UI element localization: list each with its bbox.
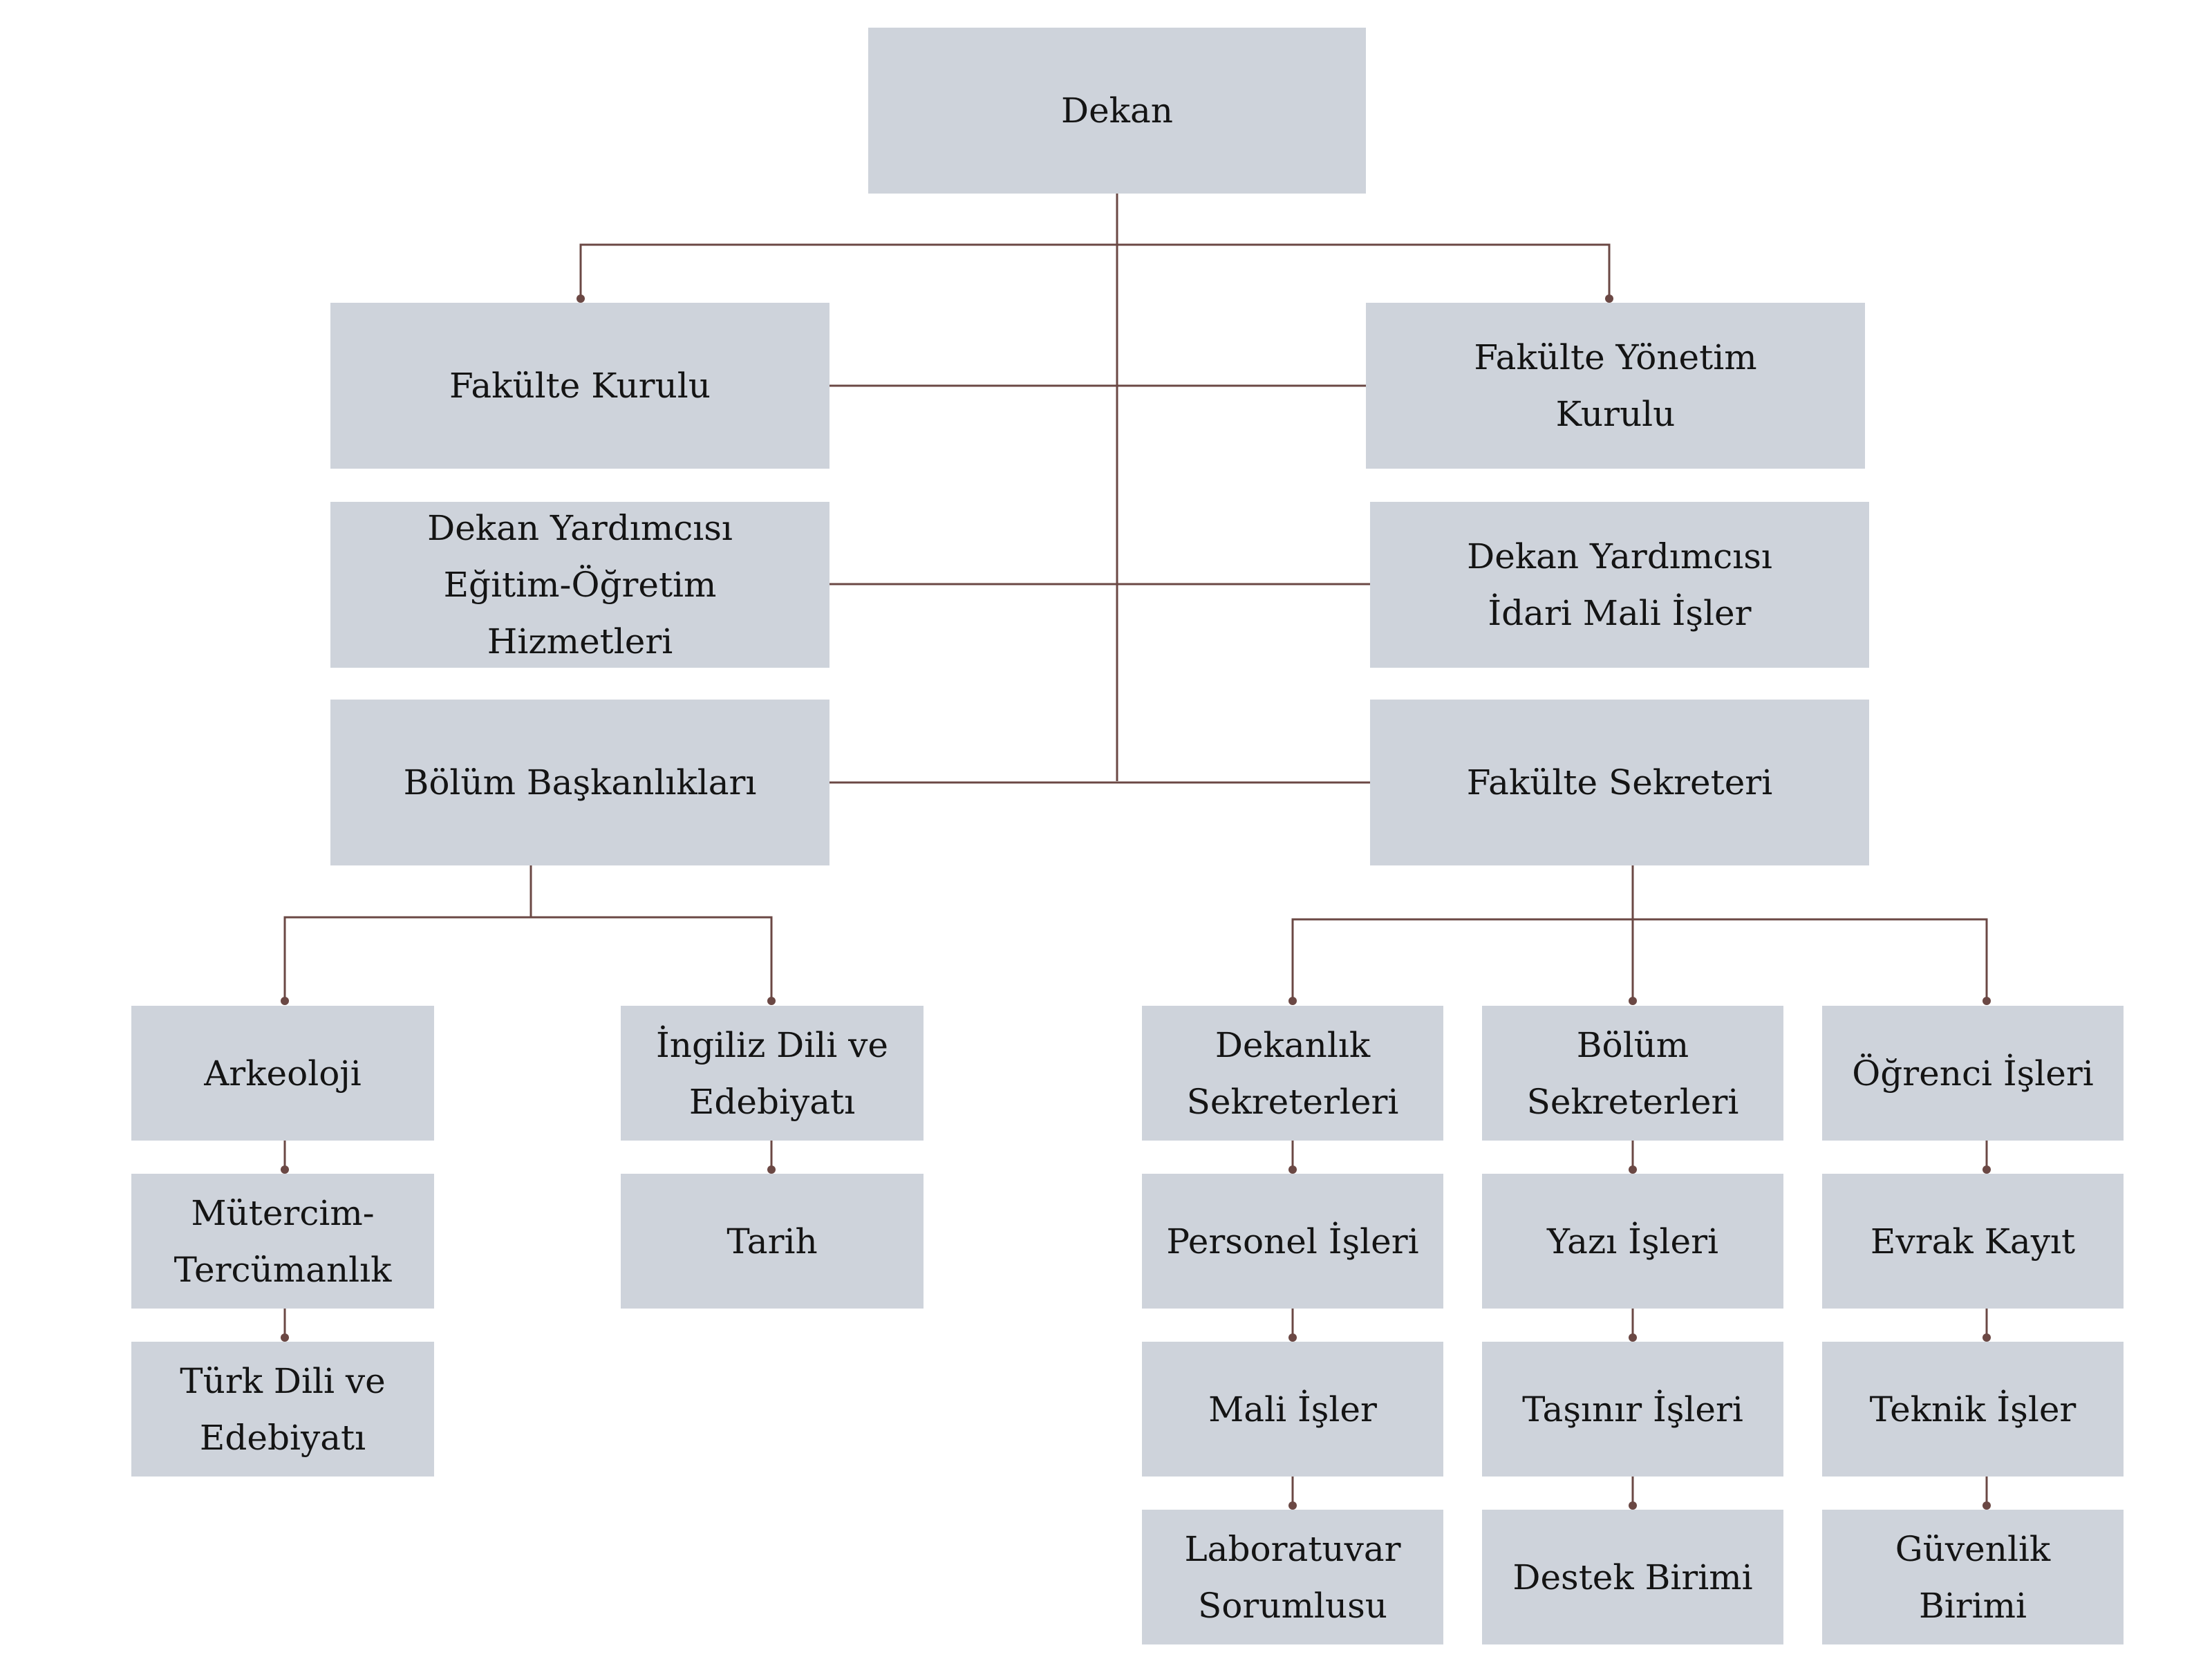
node-fakulte-yonetim-kurulu: Fakülte Yönetim Kurulu — [1366, 303, 1865, 469]
connector-top-branch — [579, 243, 1611, 299]
node-turk-dili: Türk Dili ve Edebiyatı — [131, 1342, 434, 1477]
node-evrak-kayit: Evrak Kayıt — [1822, 1174, 2124, 1309]
connector-dot — [1629, 1165, 1637, 1174]
node-guvenlik-birimi: Güvenlik Birimi — [1822, 1510, 2124, 1644]
node-laboratuvar-sorumlusu: Laboratuvar Sorumlusu — [1142, 1510, 1443, 1644]
node-tarih: Tarih — [621, 1174, 924, 1309]
connector-dot — [1983, 1165, 1991, 1174]
node-mutercim-tercumanlik: Mütercim- Tercümanlık — [131, 1174, 434, 1309]
connector-dot — [1629, 1501, 1637, 1510]
node-yazi-isleri: Yazı İşleri — [1482, 1174, 1783, 1309]
connector-dot — [1288, 1501, 1297, 1510]
connector-dot — [1983, 997, 1991, 1005]
node-arkeoloji: Arkeoloji — [131, 1006, 434, 1141]
node-dekan-yardimcisi-egitim: Dekan Yardımcısı Eğitim-Öğretim Hizmetle… — [330, 502, 830, 668]
node-tasinir-isleri: Taşınır İşleri — [1482, 1342, 1783, 1477]
node-fakulte-kurulu: Fakülte Kurulu — [330, 303, 830, 469]
node-ogrenci-isleri: Öğrenci İşleri — [1822, 1006, 2124, 1141]
node-dekan: Dekan — [868, 28, 1366, 194]
connector-dot — [1605, 294, 1613, 303]
node-bolum-baskanliklari: Bölüm Başkanlıkları — [330, 700, 830, 865]
connector-dot — [1629, 997, 1637, 1005]
connector-dot — [1288, 1165, 1297, 1174]
connector-bolum-branch — [283, 865, 773, 1001]
connector-dot — [767, 997, 776, 1005]
node-dekanlik-sekreterleri: Dekanlık Sekreterleri — [1142, 1006, 1443, 1141]
node-bolum-sekreterleri: Bölüm Sekreterleri — [1482, 1006, 1783, 1141]
connector-dot — [1288, 997, 1297, 1005]
node-dekan-yardimcisi-idari: Dekan Yardımcısı İdari Mali İşler — [1370, 502, 1869, 668]
connector-dot — [767, 1165, 776, 1174]
connector-dot — [281, 997, 289, 1005]
node-destek-birimi: Destek Birimi — [1482, 1510, 1783, 1644]
node-personel-isleri: Personel İşleri — [1142, 1174, 1443, 1309]
connector-dot — [1629, 1333, 1637, 1342]
node-ingiliz-dili: İngiliz Dili ve Edebiyatı — [621, 1006, 924, 1141]
connector-dot — [281, 1165, 289, 1174]
connector-dot — [281, 1333, 289, 1342]
connector-dot — [1288, 1333, 1297, 1342]
node-fakulte-sekreteri: Fakülte Sekreteri — [1370, 700, 1869, 865]
connector-dot — [1983, 1501, 1991, 1510]
node-teknik-isler: Teknik İşler — [1822, 1342, 2124, 1477]
connector-dot — [577, 294, 585, 303]
connector-sekreter-branch — [1291, 865, 1988, 1001]
node-mali-isler: Mali İşler — [1142, 1342, 1443, 1477]
connector-dot — [1983, 1333, 1991, 1342]
